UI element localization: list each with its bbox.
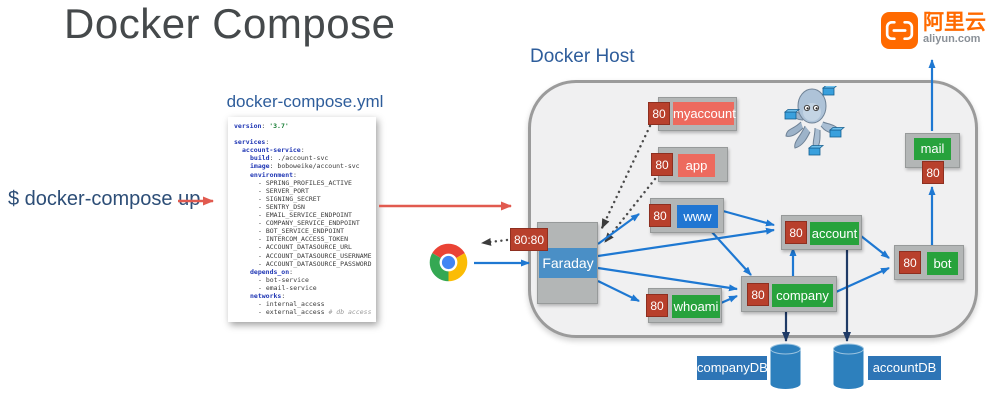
service-whoami-label: whoami xyxy=(672,295,720,318)
aliyun-cloud-icon xyxy=(881,12,918,54)
aliyun-domain: aliyun.com xyxy=(923,33,981,45)
port-badge-account: 80 xyxy=(785,221,807,244)
port-badge-myaccount: 80 xyxy=(648,102,670,125)
container-myaccount: 80 myaccount xyxy=(648,97,737,131)
chrome-icon xyxy=(425,239,472,291)
container-www: 80 www xyxy=(649,198,724,233)
service-www-label: www xyxy=(677,205,718,228)
container-app: 80 app xyxy=(651,147,728,182)
service-myaccount-label: myaccount xyxy=(673,102,736,125)
port-badge-company: 80 xyxy=(747,283,769,306)
service-company-label: company xyxy=(772,284,833,307)
octopus-icon xyxy=(783,85,846,165)
cli-command: $ docker-compose up xyxy=(8,188,201,210)
port-badge-app: 80 xyxy=(651,153,673,176)
port-mapping-badge: 80:80 xyxy=(510,228,548,251)
aliyun-name: 阿里云 xyxy=(923,11,986,34)
accountdb-label: accountDB xyxy=(868,356,941,380)
accountdb-cylinder-icon xyxy=(832,343,865,395)
page-title: Docker Compose xyxy=(64,0,396,47)
compose-code: version: '3.7' services:account-service:… xyxy=(234,122,372,317)
container-bot: 80 bot xyxy=(894,245,964,280)
aliyun-logo: 阿里云 aliyun.com xyxy=(881,12,986,54)
companydb-cylinder-icon xyxy=(769,343,802,395)
container-mail: mail 80 xyxy=(905,133,960,184)
docker-host-title: Docker Host xyxy=(530,46,635,67)
service-app-label: app xyxy=(678,154,715,177)
service-bot-label: bot xyxy=(927,252,958,275)
service-faraday-label: Faraday xyxy=(539,248,597,278)
port-badge-mail: 80 xyxy=(922,161,944,184)
container-account: 80 account xyxy=(781,215,862,250)
port-badge-whoami: 80 xyxy=(646,294,668,317)
companydb-label: companyDB xyxy=(697,356,768,380)
port-badge-www: 80 xyxy=(649,204,671,227)
compose-file-title: docker-compose.yml xyxy=(226,92,384,111)
container-company: 80 company xyxy=(741,276,837,312)
compose-file-code: version: '3.7' services:account-service:… xyxy=(228,117,376,322)
port-badge-bot: 80 xyxy=(899,251,921,274)
service-mail-label: mail xyxy=(914,138,951,160)
service-account-label: account xyxy=(810,222,859,245)
container-whoami: 80 whoami xyxy=(646,288,722,323)
